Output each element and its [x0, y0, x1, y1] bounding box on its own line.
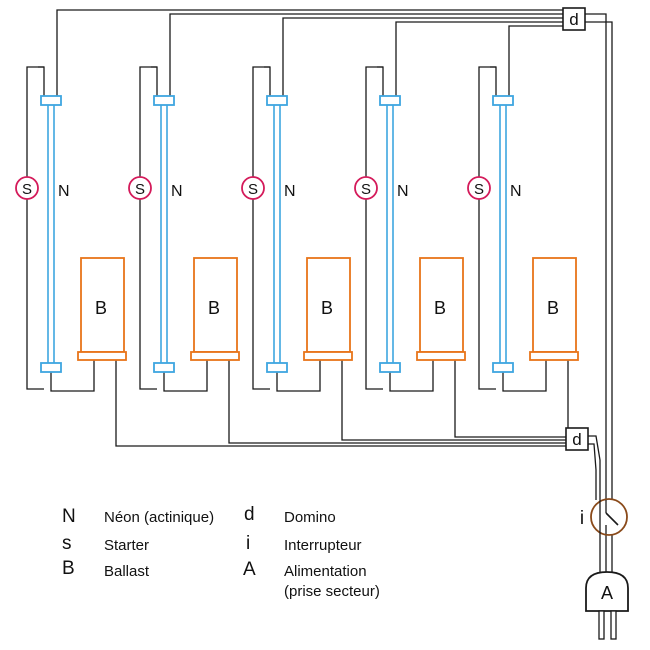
neon-socket-top [379, 95, 401, 106]
legend-symbol-neon: N [62, 506, 76, 527]
legend-symbol-alimentation: A [243, 559, 256, 580]
supply-wire-bottom [454, 360, 566, 438]
legend-symbol-interrupteur: i [246, 533, 251, 554]
lamp-unit-3: N S B [241, 17, 566, 441]
supply-wire-top [282, 17, 563, 97]
socket-ballast-wire [389, 360, 434, 392]
top-socket-wire [377, 66, 384, 97]
socket-ballast-wire [276, 360, 321, 392]
socket-ballast-wire [163, 360, 208, 392]
neon-label: N [510, 183, 522, 200]
switch: i [580, 498, 628, 536]
supply-wire-bottom [341, 360, 566, 441]
switch-label: i [580, 508, 584, 529]
ballast-label: B [321, 298, 333, 318]
starter-loop-wire [26, 66, 44, 390]
neon-label: N [284, 183, 296, 200]
neon-tube [499, 103, 507, 365]
neon-socket-top [153, 95, 175, 106]
legend-text-domino: Domino [284, 509, 336, 526]
neon-socket-bottom [492, 362, 514, 373]
neon-tube [160, 103, 168, 365]
lamp-unit-4: N S B [354, 21, 566, 438]
starter [128, 176, 152, 200]
neon-socket-top [266, 95, 288, 106]
neon-socket-bottom [266, 362, 288, 373]
socket-ballast-wire [50, 360, 95, 392]
neon-label: N [397, 183, 409, 200]
lamp-unit-2: N S B [128, 13, 566, 444]
ballast-label: B [547, 298, 559, 318]
starter [467, 176, 491, 200]
ballast-base [529, 351, 579, 361]
neon-socket-bottom [40, 362, 62, 373]
supply-wires [585, 13, 613, 575]
legend-text-alimentation: Alimentation [284, 563, 367, 580]
ballast-label: B [434, 298, 446, 318]
starter-loop-wire [252, 66, 270, 390]
top-socket-wire [264, 66, 271, 97]
domino-bottom: d [565, 427, 589, 451]
legend-text-starter: Starter [104, 537, 150, 554]
starter [15, 176, 39, 200]
neon-socket-bottom [379, 362, 401, 373]
legend-text-neon: Néon (actinique) [104, 509, 215, 526]
legend-text-interrupteur: Interrupteur [284, 537, 362, 554]
legend-symbol-domino: d [244, 504, 255, 525]
domino-top: d [562, 7, 586, 31]
starter-label: S [474, 181, 484, 198]
legend-text-alimentation-sub: (prise secteur) [284, 583, 380, 600]
starter [241, 176, 265, 200]
plug-label: A [601, 583, 613, 603]
socket-ballast-wire [502, 360, 547, 392]
starter-label: S [248, 181, 258, 198]
starter-loop-wire [365, 66, 383, 390]
lamp-unit-1: N S B [15, 9, 566, 447]
supply-wire-top [508, 25, 563, 97]
legend-symbol-starter: s [62, 533, 72, 554]
starter [354, 176, 378, 200]
neon-label: N [171, 183, 183, 200]
starter-label: S [135, 181, 145, 198]
domino-top-label: d [569, 10, 578, 29]
domino-bottom-label: d [572, 430, 581, 449]
starter-label: S [22, 181, 32, 198]
ballast-base [416, 351, 466, 361]
top-socket-wire [490, 66, 497, 97]
neon-label: N [58, 183, 70, 200]
neon-socket-top [40, 95, 62, 106]
supply-wire-top [169, 13, 563, 97]
ballast-label: B [208, 298, 220, 318]
supply-wire-bottom [228, 360, 566, 444]
ballast-label: B [95, 298, 107, 318]
starter-loop-wire [478, 66, 496, 390]
ballast [193, 257, 238, 353]
neon-socket-top [492, 95, 514, 106]
ballast [306, 257, 351, 353]
neon-socket-bottom [153, 362, 175, 373]
plug: A [585, 571, 629, 640]
starter-label: S [361, 181, 371, 198]
neon-tube [273, 103, 281, 365]
ballast-base [303, 351, 353, 361]
ballast-base [77, 351, 127, 361]
supply-wire-top [56, 9, 563, 97]
supply-wire-top [395, 21, 563, 97]
lamp-unit-5: N S B [467, 25, 579, 435]
ballast [80, 257, 125, 353]
legend-symbol-ballast: B [62, 558, 75, 579]
neon-tube [47, 103, 55, 365]
legend-text-ballast: Ballast [104, 563, 150, 580]
starter-loop-wire [139, 66, 157, 390]
ballast-base [190, 351, 240, 361]
supply-wire-bottom [115, 360, 566, 447]
ballast [419, 257, 464, 353]
top-socket-wire [38, 66, 45, 97]
supply-wire-bottom [566, 360, 569, 435]
neon-tube [386, 103, 394, 365]
top-socket-wire [151, 66, 158, 97]
